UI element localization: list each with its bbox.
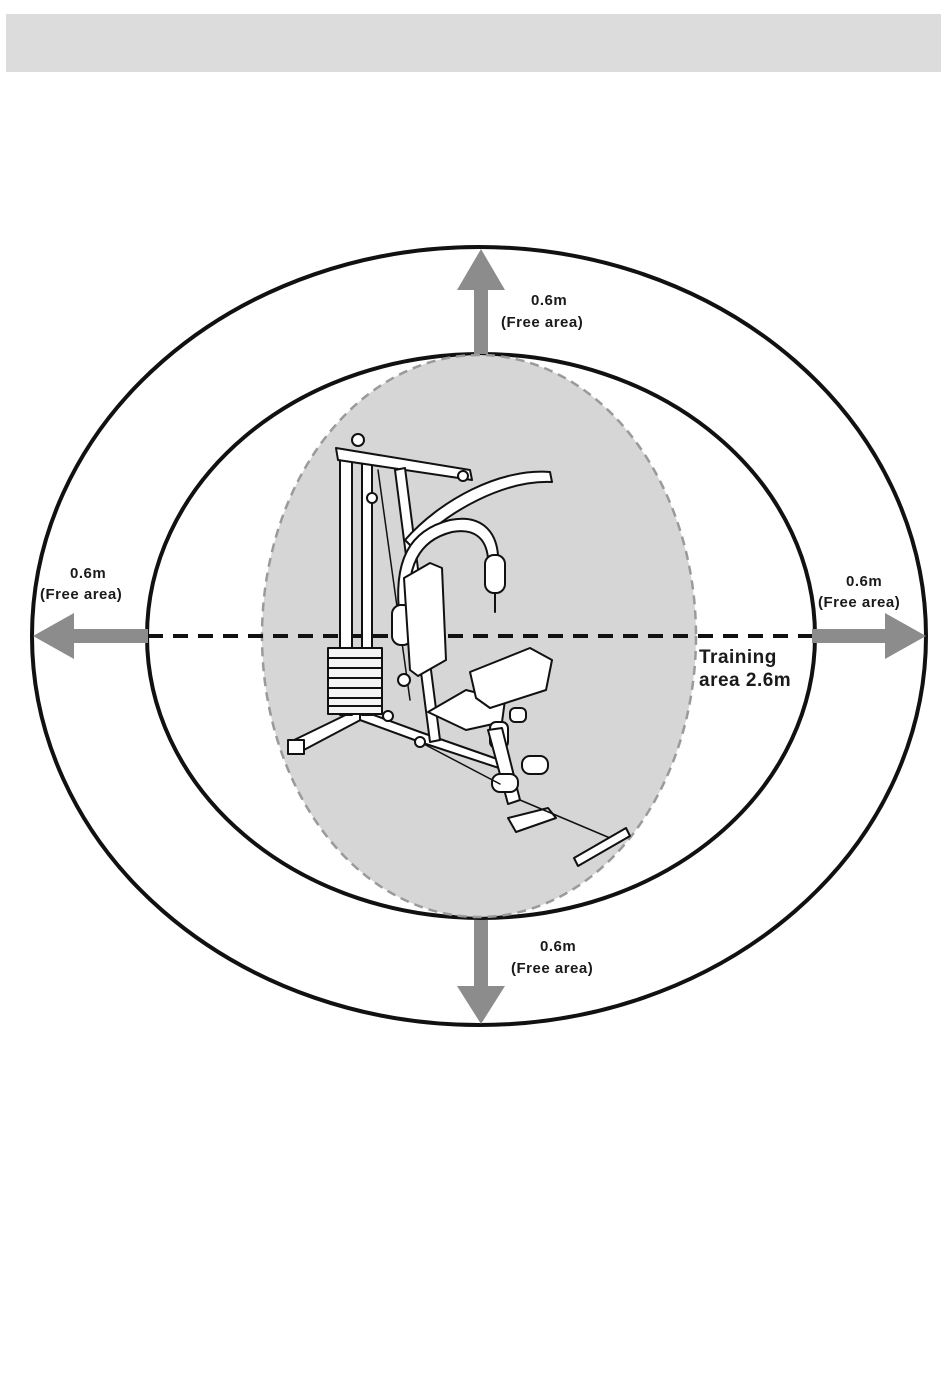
arrow-down-icon bbox=[457, 920, 505, 1024]
left-distance-label: 0.6m bbox=[70, 565, 106, 582]
top-distance-label: 0.6m bbox=[531, 292, 567, 309]
training-area-label-line2: area 2.6m bbox=[699, 670, 791, 691]
arrow-up-icon bbox=[457, 249, 505, 354]
right-distance-label: 0.6m bbox=[846, 573, 882, 590]
right-free-area-label: (Free area) bbox=[818, 594, 900, 611]
arrow-left-icon bbox=[33, 613, 148, 659]
left-free-area-label: (Free area) bbox=[40, 586, 122, 603]
bottom-distance-label: 0.6m bbox=[540, 938, 576, 955]
training-area-label-line1: Training bbox=[699, 647, 777, 668]
arrow-right-icon bbox=[812, 613, 926, 659]
top-free-area-label: (Free area) bbox=[501, 314, 583, 331]
bottom-free-area-label: (Free area) bbox=[511, 960, 593, 977]
